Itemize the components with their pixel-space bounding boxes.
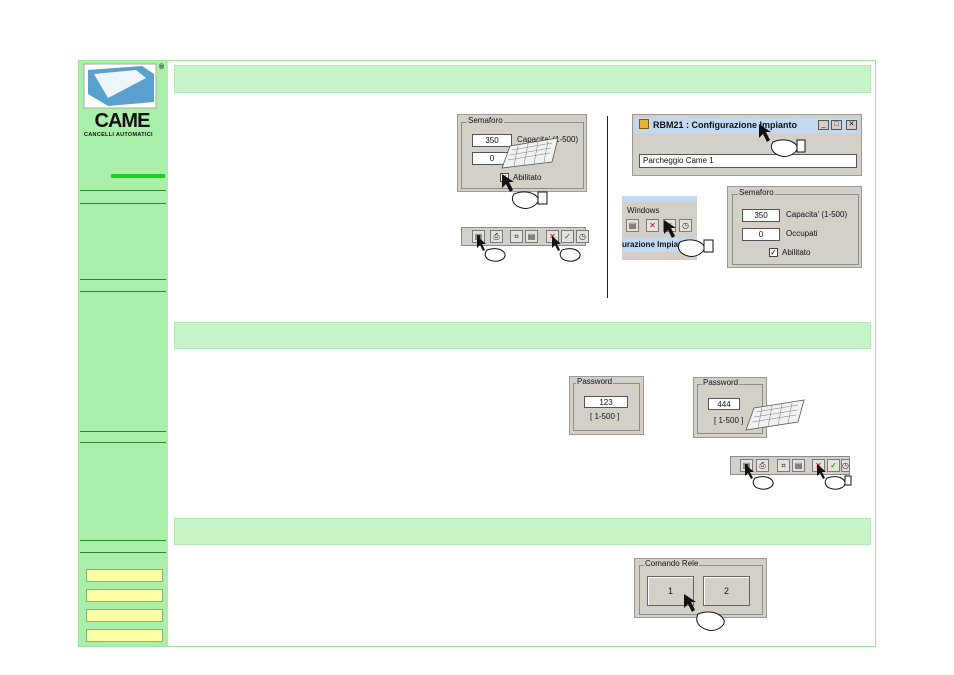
password-title-2: Password xyxy=(702,378,740,387)
clock-button[interactable]: ◷ xyxy=(576,230,589,243)
occupied-label-2: Occupati xyxy=(786,229,818,238)
menu-fragment-titlebar xyxy=(622,196,697,202)
sidebar-divider xyxy=(80,203,166,204)
mouse-cursor-icon xyxy=(759,124,806,157)
mouse-cursor-icon xyxy=(664,220,714,257)
clock-button[interactable]: ◷ xyxy=(679,219,692,232)
network-button[interactable]: ⌗ xyxy=(777,459,790,472)
occupied-field-1[interactable]: 0 xyxy=(472,152,512,165)
mouse-cursor-icon xyxy=(552,236,581,262)
windows-menu-item[interactable]: Windows xyxy=(627,206,660,215)
print-button[interactable]: ⎙ xyxy=(490,230,503,243)
logo-gate-graphic xyxy=(83,63,157,109)
keyboard-icon xyxy=(501,137,559,169)
connect-button[interactable]: ✓ xyxy=(827,459,840,472)
sidebar-divider xyxy=(80,291,166,292)
semaforo-window-1: Semaforo 350 Capacita' (1-500) 0 ✓ Abili… xyxy=(457,114,587,192)
password-range-2: [ 1-500 ] xyxy=(714,416,744,425)
minimize-button[interactable]: _ xyxy=(818,120,829,130)
disconnect-button[interactable]: ✕ xyxy=(646,219,659,232)
password-field-1[interactable]: 123 xyxy=(584,396,628,408)
nav-button-4[interactable] xyxy=(86,629,163,642)
semaforo-group-1 xyxy=(461,122,584,189)
semaforo-group-2 xyxy=(732,194,859,265)
relay-title: Comando Rele xyxy=(644,559,700,568)
capacity-label-2: Capacita' (1-500) xyxy=(786,210,848,219)
print-button[interactable]: ⎙ xyxy=(756,459,769,472)
section-header-3 xyxy=(174,518,871,545)
came-logo: ® CAME CANCELLI AUTOMATICI xyxy=(83,63,165,144)
rbm-config-window: RBM21 : Configurazione Impianto _ □ ✕ Pa… xyxy=(632,114,862,176)
network-button[interactable]: ⌗ xyxy=(510,230,523,243)
sidebar-divider xyxy=(80,540,166,541)
mouse-cursor-icon xyxy=(684,594,725,631)
config-button[interactable]: ▤ xyxy=(626,219,639,232)
accent-bar xyxy=(111,174,165,178)
section-header-1 xyxy=(174,65,871,93)
logo-subtitle: CANCELLI AUTOMATICI xyxy=(84,132,153,138)
close-button[interactable]: ✕ xyxy=(846,120,857,130)
sidebar xyxy=(79,61,168,646)
nav-button-3[interactable] xyxy=(86,609,163,622)
semaforo-title-1: Semaforo xyxy=(467,116,504,125)
enabled-checkbox-2[interactable]: ✓ xyxy=(769,248,778,257)
mouse-cursor-icon xyxy=(477,236,506,262)
sidebar-divider xyxy=(80,552,166,553)
capacity-field-2[interactable]: 350 xyxy=(742,209,780,222)
password-title-1: Password xyxy=(576,377,614,386)
plant-name-field[interactable]: Parcheggio Came 1 xyxy=(639,154,857,168)
mouse-cursor-icon xyxy=(817,464,852,490)
sidebar-divider xyxy=(80,279,166,280)
occupied-field-2[interactable]: 0 xyxy=(742,228,780,241)
capacity-field-1[interactable]: 350 xyxy=(472,134,512,147)
logo-brand-text: CAME xyxy=(94,110,151,132)
password-field-2[interactable]: 444 xyxy=(708,398,740,410)
password-window-1: Password 123 [ 1-500 ] xyxy=(569,376,644,435)
clock-button[interactable]: ◷ xyxy=(841,459,850,472)
password-range-1: [ 1-500 ] xyxy=(590,412,620,421)
config-button[interactable]: ▤ xyxy=(792,459,805,472)
nav-button-1[interactable] xyxy=(86,569,163,582)
nav-button-2[interactable] xyxy=(86,589,163,602)
config-button[interactable]: ▤ xyxy=(525,230,538,243)
app-icon xyxy=(639,119,649,129)
keyboard-icon xyxy=(745,399,805,431)
connect-button[interactable]: ✓ xyxy=(561,230,574,243)
enabled-label-1: Abilitato xyxy=(513,173,542,182)
relay-button-2[interactable]: 2 xyxy=(703,576,750,606)
logo-registered-mark: ® xyxy=(159,64,165,71)
enabled-label-2: Abilitato xyxy=(782,248,811,257)
illustration-divider xyxy=(607,116,608,298)
mouse-cursor-icon xyxy=(745,464,774,490)
sidebar-divider xyxy=(80,190,166,191)
mouse-cursor-icon xyxy=(502,174,548,209)
sidebar-divider xyxy=(80,431,166,432)
semaforo-title-2: Semaforo xyxy=(738,188,775,197)
maximize-button[interactable]: □ xyxy=(831,120,842,130)
section-header-2 xyxy=(174,322,871,349)
sidebar-divider xyxy=(80,442,166,443)
rbm-titlebar: RBM21 : Configurazione Impianto xyxy=(635,118,859,133)
rbm-title: RBM21 : Configurazione Impianto xyxy=(653,120,797,130)
semaforo-window-2: Semaforo 350 Capacita' (1-500) 0 Occupat… xyxy=(727,186,862,268)
